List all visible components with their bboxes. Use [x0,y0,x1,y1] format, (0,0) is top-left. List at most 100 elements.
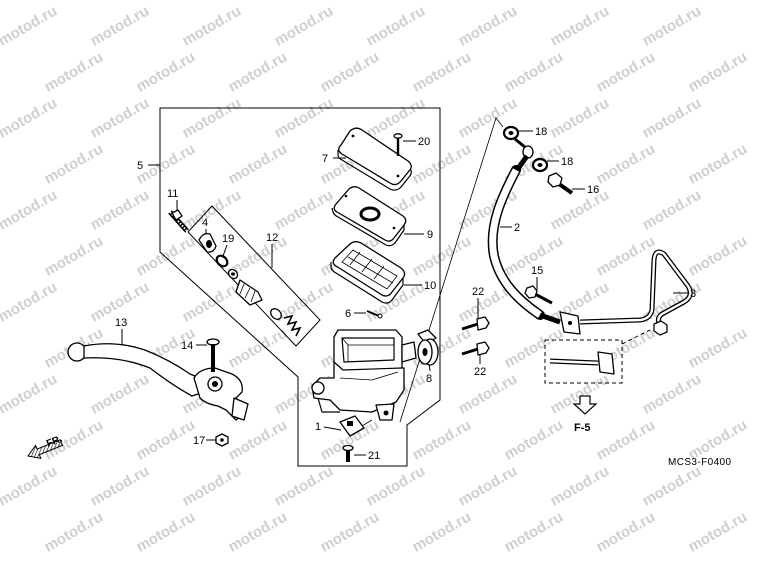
figure-code: MCS3-F0400 [668,457,732,468]
watermark-text: motod.ru [501,324,566,371]
watermark-text: motod.ru [593,508,658,555]
stop-switch [339,415,373,437]
callout-8: 8 [426,373,432,385]
leader-lines [121,130,688,456]
watermark-text: motod.ru [87,94,152,141]
watermark-text: motod.ru [317,48,382,95]
watermark-text: motod.ru [41,232,106,279]
watermark-text: motod.ru [639,94,704,141]
callout-20: 20 [418,136,430,148]
piston-set [198,232,302,337]
watermark-text: motod.ru [133,416,198,463]
watermark-text: motod.ru [547,94,612,141]
brake-hose [487,137,581,335]
watermark-text: motod.ru [0,2,60,49]
watermark-text: motod.ru [87,2,152,49]
sealing-washer-lower [531,157,549,173]
watermark-text: motod.ru [0,370,60,417]
callout-21: 21 [368,450,380,462]
watermark-text: motod.ru [547,2,612,49]
watermark-text: motod.ru [455,462,520,509]
watermark-text: motod.ru [639,370,704,417]
watermark-text: motod.ru [547,370,612,417]
piston-set-outline [187,205,321,347]
master-cylinder-assembly-outline [159,107,441,467]
bolt-lower [461,341,490,356]
watermark-text: motod.ru [271,186,336,233]
callout-14: 14 [181,340,193,352]
watermark-text: motod.ru [225,140,290,187]
watermark-text: motod.ru [41,508,106,555]
watermark-text: motod.ru [87,462,152,509]
watermark-text: motod.ru [179,462,244,509]
watermark-text: motod.ru [179,278,244,325]
watermark-text: motod.ru [685,232,750,279]
watermark-text: motod.ru [501,508,566,555]
callout-9: 9 [427,229,433,241]
watermark-text: motod.ru [0,186,60,233]
cover-screw [393,133,403,156]
front-direction-arrow [27,439,64,460]
callout-22-lower: 22 [474,366,486,378]
reference-detail [544,329,651,415]
watermark-text: motod.ru [455,370,520,417]
watermark-text: motod.ru [225,48,290,95]
watermark-text: motod.ru [593,232,658,279]
hose-clamp-bolt [524,285,553,305]
callout-22-upper: 22 [472,286,484,298]
watermark-text: motod.ru [501,416,566,463]
callout-17: 17 [193,435,205,447]
callout-15: 15 [531,265,543,277]
watermark-text: motod.ru [0,278,60,325]
watermark-text: motod.ru [409,48,474,95]
watermark-text: motod.ru [41,140,106,187]
watermark-text: motod.ru [363,2,428,49]
watermark-text: motod.ru [547,186,612,233]
bolt-upper [461,316,490,331]
callout-18-upper: 18 [535,126,547,138]
hose-reference-line [399,117,504,423]
pin [366,310,383,319]
watermark-text: motod.ru [593,48,658,95]
master-cylinder-body [311,329,417,421]
callout-4: 4 [202,217,208,229]
callout-18-lower: 18 [561,156,573,168]
watermark-text: motod.ru [593,416,658,463]
watermark-text: motod.ru [133,48,198,95]
reference-label: F-5 [574,422,591,434]
watermark-text: motod.ru [547,462,612,509]
watermark-text: motod.ru [179,2,244,49]
watermark-text: motod.ru [41,48,106,95]
brake-lever [67,342,249,421]
watermark-text: motod.ru [271,2,336,49]
watermark-text: motod.ru [271,462,336,509]
watermark-text: motod.ru [0,94,60,141]
diaphragm-plate [331,186,407,247]
brake-pipe [579,249,693,336]
reference-arrow [572,395,598,415]
watermark-text: motod.ru [639,186,704,233]
watermark-text: motod.ru [271,278,336,325]
callout-19: 19 [222,233,234,245]
callout-2: 2 [514,222,520,234]
callout-6: 6 [345,308,351,320]
sealing-washer-upper [502,125,520,141]
callout-11: 11 [167,188,178,200]
watermark-text: motod.ru [133,232,198,279]
watermark-text: motod.ru [317,508,382,555]
switch-screw [342,444,354,462]
callout-12: 12 [266,232,278,244]
diaphragm [330,241,406,304]
watermark-text: motod.ru [363,462,428,509]
watermark-text: motod.ru [133,508,198,555]
reservoir-cover [337,127,412,191]
banjo-fitting [417,329,439,366]
watermark-text: motod.ru [409,232,474,279]
callout-16: 16 [587,184,599,196]
oil-bolt [547,172,574,195]
watermark-text: motod.ru [639,2,704,49]
watermark-text: motod.ru [271,94,336,141]
callout-5: 5 [137,160,143,172]
watermark-text: motod.ru [685,140,750,187]
watermark-text: motod.ru [409,508,474,555]
